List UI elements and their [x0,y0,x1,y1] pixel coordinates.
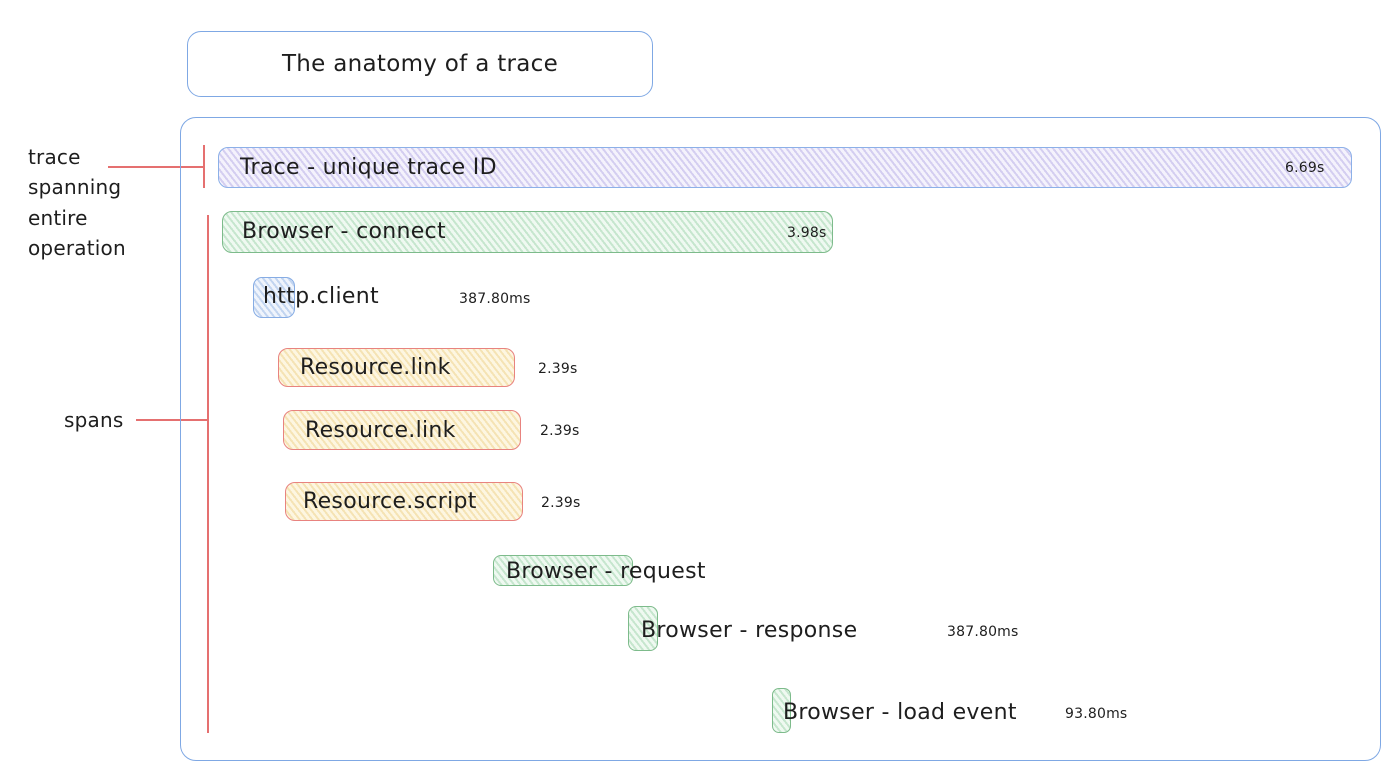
trace-bar-label: Trace - unique trace ID [240,155,497,180]
span-bar-resource-script [285,482,523,521]
diagram-title-box: The anatomy of a trace [187,31,653,97]
diagram-title: The anatomy of a trace [281,51,559,77]
span-label-browser-connect: Browser - connect [242,219,446,244]
span-label-http-client: http.client [263,284,379,309]
span-bar-browser-load-event [772,688,791,733]
span-label-resource-script: Resource.script [303,489,477,514]
span-label-browser-request: Browser - request [506,559,706,584]
trace-annotation-tick-line [203,145,205,188]
span-bar-browser-response [628,606,658,651]
span-duration-browser-response: 387.80ms [947,624,1019,640]
spans-annotation-connector-line [136,419,208,421]
span-bar-resource-link-1 [278,348,515,387]
span-duration-browser-load-event: 93.80ms [1065,706,1128,722]
span-bar-resource-link-2 [283,410,521,450]
span-label-browser-load-event: Browser - load event [783,700,1017,725]
trace-container-box [180,117,1381,761]
span-duration-browser-connect: 3.98s [787,225,827,241]
span-duration-resource-link-2: 2.39s [540,423,580,439]
spans-annotation-text: spans [64,408,124,432]
span-label-browser-response: Browser - response [641,618,858,643]
span-duration-resource-script: 2.39s [541,495,581,511]
trace-annotation-connector-line [108,166,205,168]
span-bar-browser-request [493,555,633,586]
span-label-resource-link-2: Resource.link [305,418,456,443]
trace-bar [218,147,1352,188]
trace-duration: 6.69s [1285,160,1325,176]
span-label-resource-link-1: Resource.link [300,355,451,380]
spans-bracket-line [207,215,209,733]
span-duration-resource-link-1: 2.39s [538,361,578,377]
trace-annotation-text: trace spanning entire operation [28,145,126,261]
span-bar-browser-connect [222,211,833,253]
span-bar-http-client [253,277,295,318]
span-duration-http-client: 387.80ms [459,291,531,307]
